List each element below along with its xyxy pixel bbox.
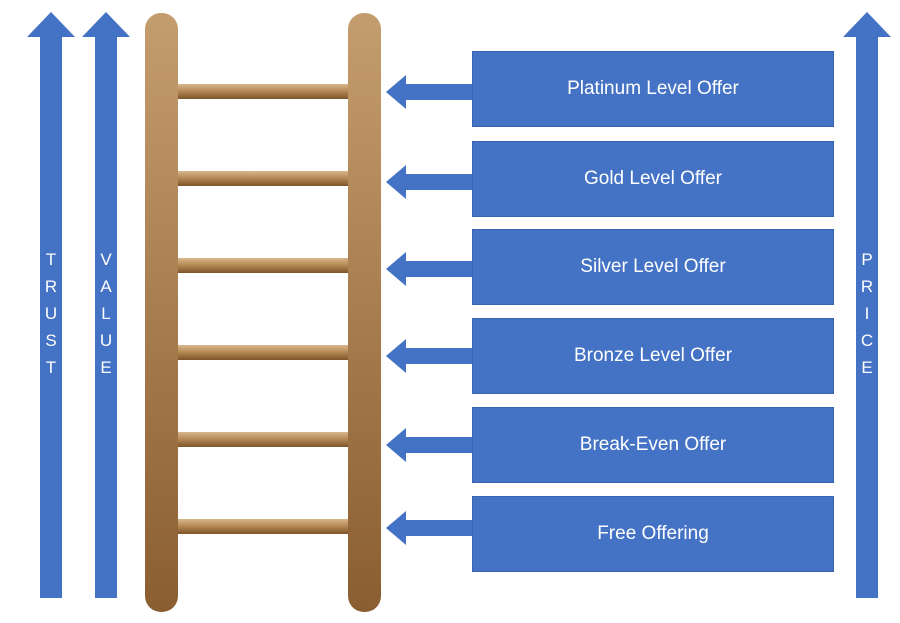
offer-break-even-label: Break-Even Offer bbox=[579, 434, 727, 455]
offer-silver: Silver Level Offer bbox=[472, 229, 834, 305]
axis-letter: S bbox=[45, 331, 57, 350]
ladder-rung bbox=[172, 345, 354, 360]
offer-free: Free Offering bbox=[472, 496, 834, 572]
ladder-rung bbox=[172, 258, 354, 273]
axis-letter: L bbox=[101, 304, 111, 323]
axis-letter: A bbox=[100, 277, 112, 296]
axis-letter: C bbox=[860, 331, 874, 350]
trust-arrow bbox=[27, 12, 75, 598]
axis-letter: V bbox=[100, 250, 112, 269]
offer-silver-label: Silver Level Offer bbox=[580, 256, 726, 277]
axis-letter: T bbox=[45, 358, 57, 377]
offer-break-even: Break-Even Offer bbox=[472, 407, 834, 483]
price-arrow bbox=[843, 12, 891, 598]
axis-letter: R bbox=[44, 277, 58, 296]
value-arrow bbox=[82, 12, 130, 598]
offer-bronze: Bronze Level Offer bbox=[472, 318, 834, 394]
axis-letter: I bbox=[864, 304, 870, 323]
axis-letter: P bbox=[861, 250, 873, 269]
pointer-arrow bbox=[386, 252, 472, 286]
offer-gold: Gold Level Offer bbox=[472, 141, 834, 217]
axis-letter: E bbox=[100, 358, 112, 377]
ladder-rung bbox=[172, 432, 354, 447]
offer-bronze-label: Bronze Level Offer bbox=[573, 345, 733, 366]
ladder-right-rail bbox=[348, 13, 381, 612]
ladder-rung bbox=[172, 519, 354, 534]
pointer-arrow bbox=[386, 165, 472, 199]
offer-free-label: Free Offering bbox=[597, 523, 709, 544]
offer-platinum-label: Platinum Level Offer bbox=[567, 78, 739, 99]
axis-letter: E bbox=[861, 358, 873, 377]
ladder-rungs bbox=[172, 84, 354, 534]
axis-letter: T bbox=[45, 250, 57, 269]
axis-letter: U bbox=[99, 331, 113, 350]
offer-gold-label: Gold Level Offer bbox=[583, 168, 722, 189]
ladder-rails bbox=[145, 13, 381, 612]
pointer-arrow bbox=[386, 75, 472, 109]
pointer-arrow bbox=[386, 511, 472, 545]
axis-letter: U bbox=[44, 304, 58, 323]
ladder-left-rail bbox=[145, 13, 178, 612]
pointer-arrow bbox=[386, 339, 472, 373]
axis-letter: R bbox=[860, 277, 874, 296]
ladder-rung bbox=[172, 171, 354, 186]
pointer-arrow bbox=[386, 428, 472, 462]
ladder-rung bbox=[172, 84, 354, 99]
offer-platinum: Platinum Level Offer bbox=[472, 51, 834, 127]
pointer-arrows bbox=[386, 75, 472, 545]
